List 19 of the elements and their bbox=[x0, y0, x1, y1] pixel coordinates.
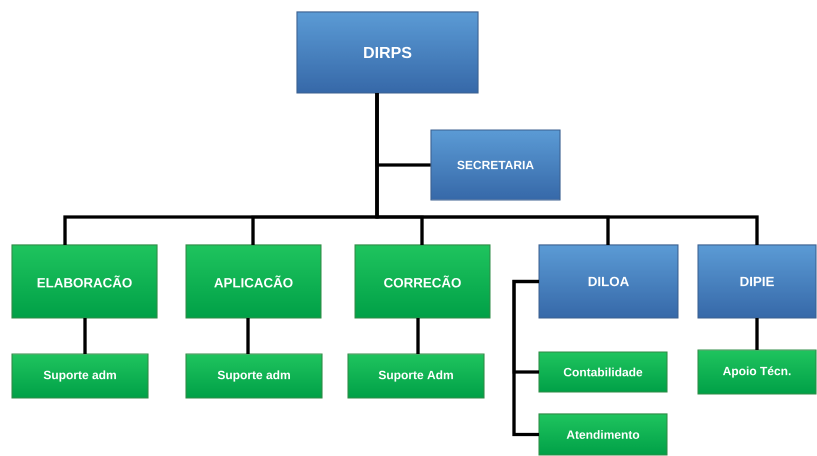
unit-box: APLICACÃO bbox=[186, 244, 322, 319]
connector-line bbox=[416, 318, 420, 354]
connector-line bbox=[375, 93, 759, 245]
sub-box: Suporte adm bbox=[185, 353, 323, 399]
unit-box: DIRPS bbox=[296, 11, 479, 94]
sub-box: Atendimento bbox=[538, 413, 668, 456]
unit-box: DILOA bbox=[538, 244, 678, 319]
unit-box: DIPIE bbox=[697, 244, 817, 319]
sub-box: Suporte adm bbox=[11, 353, 149, 399]
unit-box: SECRETARIA bbox=[430, 129, 561, 201]
unit-box: ELABORACÃO bbox=[11, 244, 158, 319]
sub-box: Apoio Técn. bbox=[697, 349, 817, 395]
sub-box: Suporte Adm bbox=[347, 353, 485, 399]
connector-line bbox=[83, 318, 87, 354]
unit-box: CORRECÃO bbox=[354, 244, 490, 319]
connector-line bbox=[755, 318, 759, 350]
connector-line bbox=[512, 280, 539, 436]
connector-line bbox=[246, 318, 250, 354]
sub-box: Contabilidade bbox=[538, 351, 668, 393]
